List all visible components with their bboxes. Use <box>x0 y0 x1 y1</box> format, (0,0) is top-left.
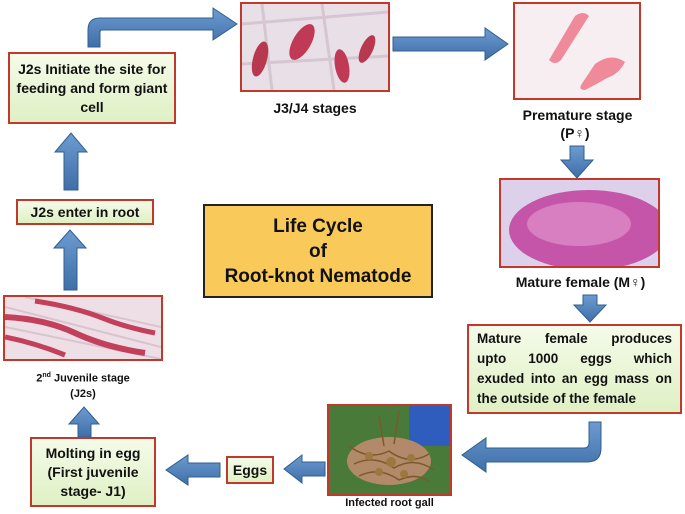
j3j4-caption: J3/J4 stages <box>273 100 357 116</box>
eggs-box: Eggs <box>226 456 274 484</box>
j2-enter-text: J2s enter in root <box>30 204 140 220</box>
arrow-gall-to-eggs <box>283 453 326 485</box>
desc-line-1: Mature female produces <box>477 331 672 346</box>
second-juvenile-abbr: (J2s) <box>70 387 96 400</box>
second-juvenile-photo <box>3 295 163 361</box>
j2-initiate-box: J2s Initiate the site for feeding and fo… <box>8 52 176 124</box>
root-gall-photo <box>327 404 452 496</box>
arrow-eggs-to-molting <box>165 454 221 486</box>
arrow-j2-to-enter <box>52 229 88 291</box>
molting-line-2: (First juvenile <box>47 463 139 480</box>
arrow-enter-to-initiate <box>53 132 89 191</box>
arrow-mature-to-desc <box>572 294 608 323</box>
second-juvenile-caption: 2nd Juvenile stage (J2s) <box>8 368 158 402</box>
mature-female-desc-box: Mature female produces upto 1000 eggs wh… <box>467 324 682 414</box>
desc-line-2: upto 1000 eggs which <box>477 351 672 366</box>
arrow-desc-to-gall <box>461 421 602 473</box>
second-juvenile-rest: Juvenile stage <box>50 372 130 385</box>
premature-caption: Premature stage <box>522 107 633 123</box>
molting-box: Molting in egg (First juvenile stage- J1… <box>30 437 156 507</box>
root-gall-caption: Infected root gall <box>345 497 434 509</box>
desc-line-3: exuded into an egg mass on <box>477 371 672 386</box>
title-line-1: Life Cycle <box>273 215 363 237</box>
arrow-j2-to-j3j4 <box>87 7 238 48</box>
mature-female-caption: Mature female (M♀) <box>515 274 646 290</box>
molting-line-3: stage- J1) <box>60 482 126 499</box>
molting-line-1: Molting in egg <box>45 444 141 461</box>
title-box: Life Cycle of Root-knot Nematode <box>203 204 433 298</box>
second-juvenile-prefix: 2 <box>36 372 43 385</box>
arrow-premature-to-mature <box>559 145 595 179</box>
premature-symbol: (P♀) <box>560 125 590 141</box>
title-line-3: Root-knot Nematode <box>224 265 412 287</box>
premature-photo <box>513 2 641 100</box>
arrow-molting-to-j2 <box>67 406 101 438</box>
desc-line-4: the outside of the female <box>477 391 637 406</box>
mature-female-photo <box>499 178 660 268</box>
title-line-2: of <box>309 240 327 262</box>
eggs-text: Eggs <box>232 462 268 478</box>
arrow-j3j4-to-premature <box>392 27 509 61</box>
j3j4-photo <box>240 2 390 92</box>
second-juvenile-sup: nd <box>42 372 51 379</box>
j2-initiate-text: J2s Initiate the site for feeding and fo… <box>16 60 168 115</box>
j2-enter-box: J2s enter in root <box>16 199 154 225</box>
